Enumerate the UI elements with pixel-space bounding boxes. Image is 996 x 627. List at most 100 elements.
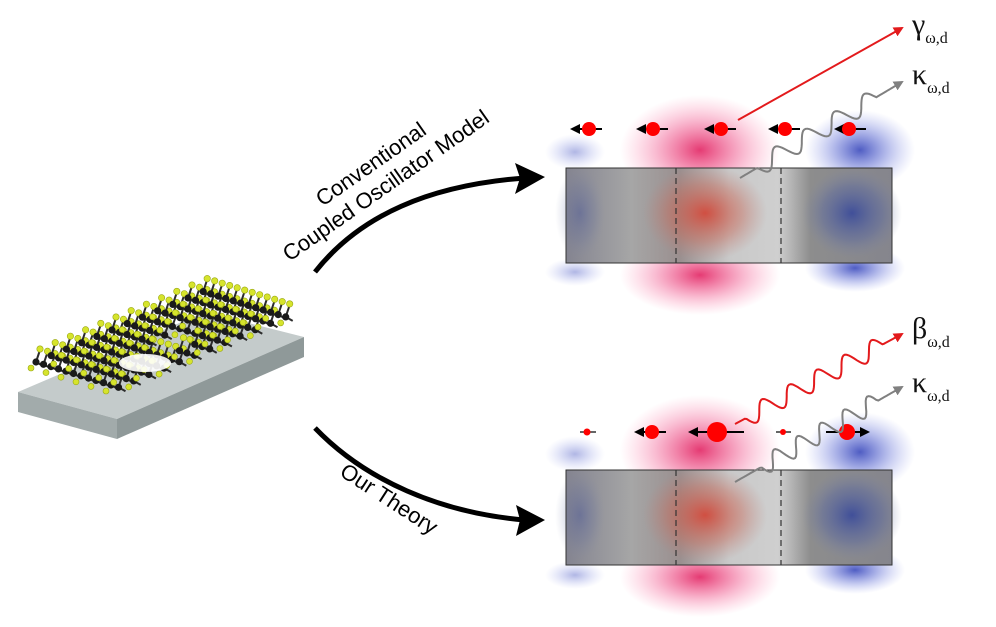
lattice-atom-dark: [176, 314, 184, 322]
lattice-atom-yellow: [149, 313, 156, 321]
lattice-atom-yellow: [247, 310, 254, 318]
lattice-atom-dark: [206, 345, 214, 353]
lattice-atom-yellow: [232, 305, 239, 313]
lattice-atom-dark: [85, 352, 93, 360]
bottom-coupling-label: κω,d: [912, 366, 950, 405]
lattice-atom-dark: [108, 326, 116, 334]
lattice-atom-dark: [191, 318, 199, 326]
lattice-atom-yellow: [87, 383, 95, 390]
lattice-atom-yellow: [141, 322, 149, 329]
lattice-atom-dark: [77, 361, 85, 369]
lattice-atom-dark: [84, 374, 93, 382]
lattice-atom-yellow: [95, 352, 103, 360]
substrate-front: [18, 392, 117, 439]
atomic-lattice: [27, 275, 294, 395]
lattice-atom-dark: [123, 331, 131, 339]
lattice-atom-dark: [93, 332, 101, 340]
lattice-atom-yellow: [103, 365, 110, 373]
lattice-atom-dark: [221, 327, 229, 336]
bottom-dipole-1: [580, 428, 596, 436]
top-coupling-arrow: [739, 81, 904, 179]
top-emission-symbol: γ: [911, 8, 925, 41]
bottom-emission-label: βω,d: [912, 312, 950, 351]
lattice-atom-dark: [70, 347, 78, 356]
lattice-atom-dark: [244, 301, 252, 309]
lattice-atom-yellow: [51, 339, 59, 347]
lattice-atom-yellow: [66, 332, 74, 340]
lattice-atom-yellow: [127, 307, 135, 315]
bottom-emission-arrow: [734, 333, 904, 425]
lattice-atom-yellow: [172, 309, 179, 317]
top-emission-subscript: ω,d: [925, 30, 948, 47]
top-field-blue-left-upper: [545, 134, 605, 170]
top-dipole-5: [834, 122, 866, 136]
lattice-atom-yellow: [50, 360, 58, 368]
lattice-atom-dark: [236, 310, 245, 318]
lattice-atom-dark: [183, 349, 191, 357]
lattice-atom-yellow: [72, 378, 80, 386]
lattice-atom-dark: [214, 314, 222, 322]
lattice-atom-dark: [175, 347, 184, 355]
lattice-atom-dark: [115, 339, 123, 347]
lattice-atom-dark: [114, 383, 123, 391]
lattice-atom-dark: [100, 335, 108, 343]
lattice-atom-dark: [274, 311, 282, 319]
top-dipole-2: [636, 122, 668, 136]
top-field-blue-left-lower: [545, 258, 605, 286]
top-slab-outline: [565, 167, 893, 264]
lattice-atom-dark: [236, 332, 244, 340]
lattice-defect: [119, 354, 171, 372]
lattice-atom-dark: [282, 313, 290, 321]
lattice-atom-yellow: [171, 331, 179, 339]
bottom-emission-subscript: ω,d: [927, 334, 950, 351]
lattice-atom-yellow: [211, 277, 219, 285]
material-sample: [18, 275, 304, 439]
lattice-atom-yellow: [27, 364, 35, 372]
bottom-coupling-subscript: ω,d: [927, 388, 950, 405]
lattice-atom-yellow: [203, 275, 211, 283]
top-coupling-label: κω,d: [912, 58, 950, 97]
lattice-atom-yellow: [217, 301, 224, 308]
lattice-atom-dark: [92, 365, 100, 373]
lattice-atom-dark: [108, 348, 116, 356]
lattice-atom-dark: [221, 305, 230, 314]
bottom-coupling-arrow: [734, 386, 904, 483]
top-dipole-1: [570, 122, 602, 136]
lattice-atom-yellow: [110, 356, 118, 364]
lattice-atom-yellow: [112, 313, 120, 321]
lattice-atom-yellow: [186, 335, 194, 343]
lattice-atom-yellow: [36, 345, 44, 353]
lattice-atom-dark: [153, 318, 161, 326]
lattice-atom-dark: [130, 344, 138, 352]
lattice-atom-dark: [222, 294, 230, 303]
lattice-atom-dark: [169, 300, 177, 308]
lattice-atom-yellow: [95, 374, 102, 382]
top-slab-hotspot-left: [555, 168, 605, 258]
lattice-atom-dark: [99, 379, 108, 387]
top-slab-hotspot-blue: [802, 168, 902, 258]
bottom-slab-outline: [565, 469, 893, 566]
bottom-emission-symbol: β: [912, 312, 927, 345]
lattice-atom-yellow: [142, 300, 150, 308]
bottom-dipole-3: [688, 422, 744, 442]
bottom-dipole-2: [634, 425, 666, 439]
lattice-atom-yellow: [286, 300, 294, 308]
lattice-atom-dark: [122, 375, 130, 383]
bottom-field-blue-left-lower: [545, 561, 605, 589]
top-dipole-4: [768, 122, 800, 136]
lattice-atom-yellow: [247, 332, 254, 340]
lattice-atom-yellow: [263, 293, 271, 301]
upper-flow-arrow: [313, 175, 526, 274]
lower-flow-arrowhead: [516, 505, 545, 536]
lattice-atom-yellow: [80, 347, 88, 355]
lattice-atom-yellow: [102, 387, 110, 395]
lattice-atom-yellow: [218, 279, 226, 287]
lattice-atom-dark: [206, 301, 215, 309]
lattice-atom-dark: [47, 352, 55, 360]
lattice-atom-yellow: [256, 291, 264, 299]
lattice-atom-dark: [175, 358, 183, 366]
lattice-atom-yellow: [88, 361, 95, 368]
lattice-atom-yellow: [171, 353, 178, 361]
lattice-atom-yellow: [156, 326, 164, 334]
